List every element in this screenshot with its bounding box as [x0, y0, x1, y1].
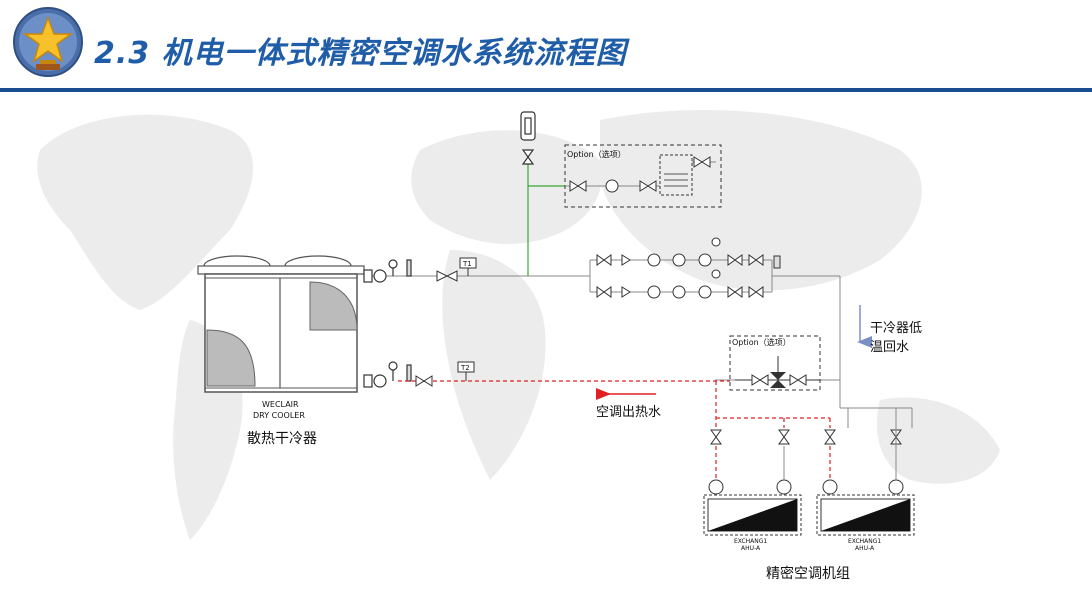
temp-sensor-t2: T2: [457, 361, 475, 381]
ahu-caption: 精密空调机组: [766, 565, 850, 582]
hot-out-label: 空调出热水: [596, 405, 661, 420]
temp-sensor-t1: T1: [459, 257, 477, 276]
option-mid-label: Option（选项）: [732, 337, 791, 347]
ahu-1-label: AHU-A: [741, 545, 761, 552]
ahu-2-exchanger: EXCHANG1: [848, 538, 881, 545]
t2-label: T2: [460, 364, 470, 372]
hot-water-indicator: 空调出热水: [596, 388, 661, 420]
page-title: 2.3 机电一体式精密空调水系统流程图: [94, 36, 627, 71]
t1-label: T1: [462, 260, 472, 268]
return-label-1: 干冷器低: [870, 321, 922, 336]
hot-line-valves: [415, 375, 433, 387]
ahu-unit-2: EXCHANG1 AHU-A: [816, 494, 915, 552]
supply-pipe: [364, 259, 913, 428]
title-rule: [0, 88, 1092, 92]
return-label-2: 温回水: [870, 340, 909, 355]
ahu-1-exchanger: EXCHANG1: [734, 538, 767, 545]
dry-cooler-brand: WECLAIR: [262, 400, 299, 409]
expansion-tank: [520, 111, 536, 165]
fill-line: [527, 150, 565, 276]
option-box-mid: Option（选项）: [729, 335, 821, 391]
cooler-connectors: [363, 259, 412, 388]
hot-water-pipe: [398, 380, 831, 480]
ahu-branch-valves: [708, 429, 904, 495]
ahu-2-label: AHU-A: [855, 545, 875, 552]
ahu-unit-1: EXCHANG1 AHU-A: [703, 494, 802, 552]
ahu-branch-pipes: [783, 408, 897, 480]
pump-station: [596, 237, 781, 299]
supply-valve: [436, 270, 458, 282]
option-box-top: Option（选项）: [564, 144, 722, 208]
dry-cooler: WECLAIR DRY COOLER 散热干冷器: [197, 255, 365, 447]
title-bar: 2.3 机电一体式精密空调水系统流程图: [0, 0, 1092, 92]
trophy-star-icon: [13, 7, 83, 77]
option-top-label: Option（选项）: [567, 149, 626, 159]
return-water-indicator: 干冷器低 温回水: [857, 305, 922, 355]
dry-cooler-caption: 散热干冷器: [247, 431, 317, 447]
dry-cooler-model: DRY COOLER: [253, 411, 305, 420]
